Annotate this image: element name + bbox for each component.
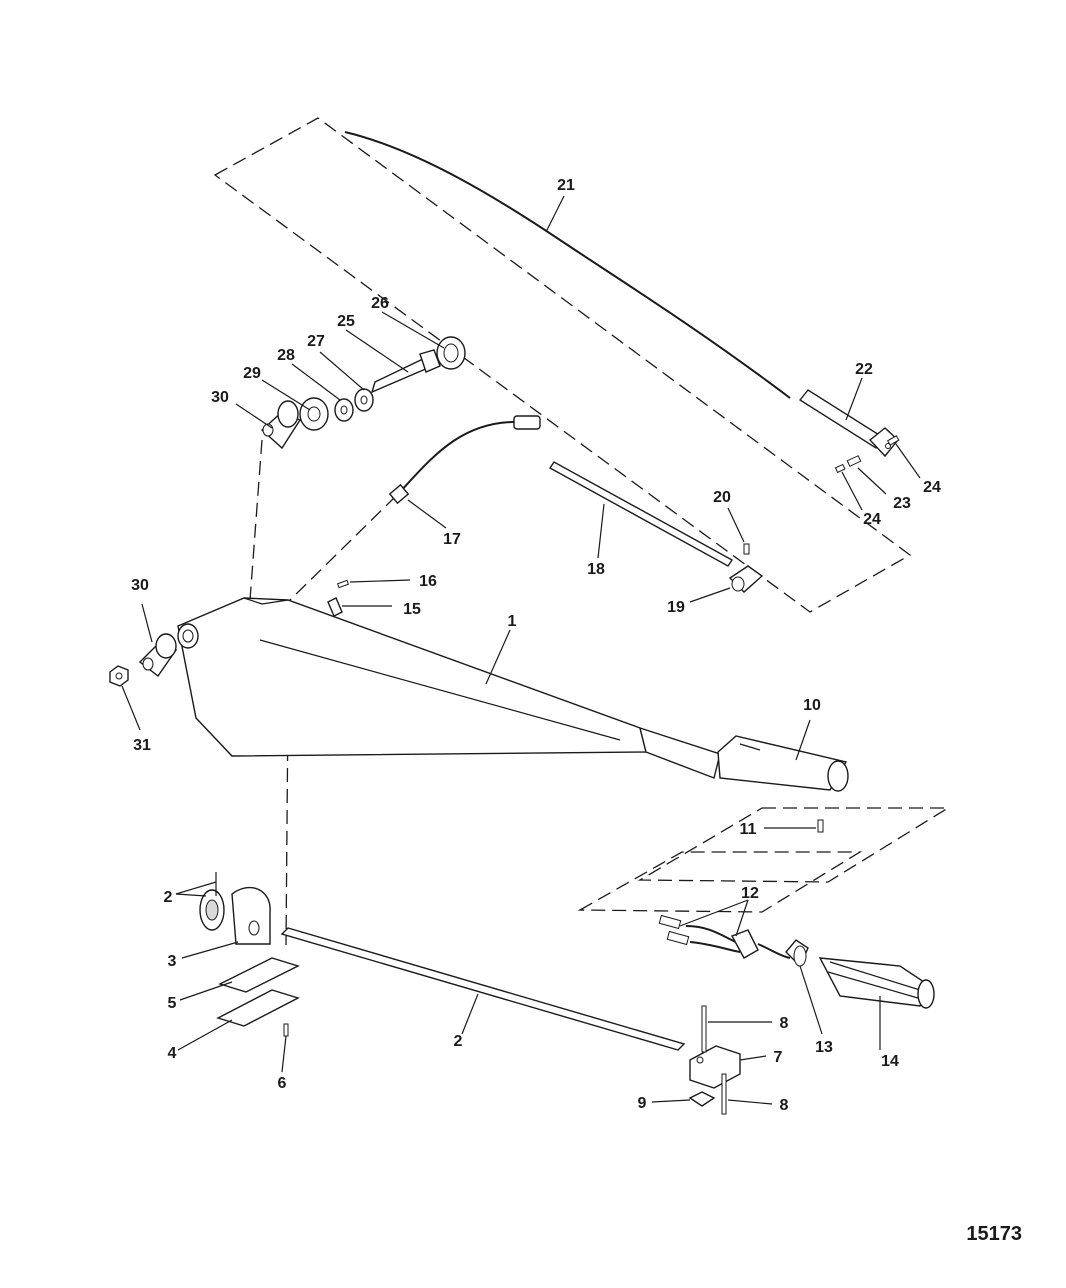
callout-15: 15 bbox=[403, 601, 421, 618]
screw-8-upper bbox=[701, 1005, 707, 1053]
nut-31 bbox=[109, 665, 129, 687]
callout-3: 3 bbox=[168, 953, 177, 970]
callout-30-upper: 30 bbox=[211, 389, 229, 406]
shaft bbox=[280, 927, 686, 1051]
callout-1: 1 bbox=[508, 613, 517, 630]
callout-16: 16 bbox=[419, 573, 437, 590]
callout-29: 29 bbox=[243, 365, 261, 382]
collar-19 bbox=[728, 565, 764, 593]
bushing-30-upper bbox=[260, 400, 302, 450]
callout-20: 20 bbox=[713, 489, 731, 506]
callout-21: 21 bbox=[557, 177, 575, 194]
wing-nut-9 bbox=[688, 1091, 716, 1107]
callout-11: 11 bbox=[740, 821, 757, 838]
callout-2-gear: 2 bbox=[164, 889, 173, 906]
switch-13 bbox=[785, 939, 809, 968]
set-screw-24-lower bbox=[834, 463, 846, 474]
callout-8-lower: 8 bbox=[780, 1097, 789, 1114]
callout-labels: 21 22 24 23 24 26 25 27 28 29 30 17 18 2… bbox=[131, 177, 941, 1114]
callout-23: 23 bbox=[893, 495, 911, 512]
callout-12: 12 bbox=[741, 885, 759, 902]
callout-25: 25 bbox=[337, 313, 355, 330]
cable-assembly-outline bbox=[213, 117, 912, 613]
bolt-25 bbox=[370, 349, 441, 394]
callout-9: 9 bbox=[638, 1095, 647, 1112]
gear-2 bbox=[199, 872, 225, 931]
screw-8-lower bbox=[721, 1073, 727, 1115]
grip-outline bbox=[637, 807, 951, 883]
screw-11 bbox=[817, 819, 824, 833]
callout-28: 28 bbox=[277, 347, 295, 364]
callout-24-lower: 24 bbox=[863, 511, 881, 528]
callout-13: 13 bbox=[815, 1039, 833, 1056]
wiring-outline bbox=[577, 851, 863, 913]
wire-leads-12 bbox=[658, 914, 791, 959]
cable-end-tube bbox=[798, 389, 899, 458]
callout-19: 19 bbox=[667, 599, 685, 616]
callout-14: 14 bbox=[881, 1053, 899, 1070]
drawing-number: 15173 bbox=[966, 1223, 1022, 1245]
handle-grip-14 bbox=[818, 957, 935, 1009]
callout-22: 22 bbox=[855, 361, 873, 378]
rod bbox=[548, 461, 734, 567]
set-screw-24-upper bbox=[886, 435, 900, 446]
washer-27 bbox=[354, 388, 374, 412]
callout-4: 4 bbox=[168, 1045, 177, 1062]
bracket-7 bbox=[689, 1045, 741, 1089]
plate-5 bbox=[218, 957, 300, 993]
braided-cable-fitting bbox=[388, 483, 410, 505]
callout-8-upper: 8 bbox=[780, 1015, 789, 1032]
tiller-handle-body bbox=[177, 597, 721, 779]
plate-4 bbox=[216, 989, 300, 1027]
callout-31: 31 bbox=[133, 737, 151, 754]
screw-6 bbox=[283, 1023, 289, 1037]
callout-7: 7 bbox=[774, 1049, 783, 1066]
alignment-line-shaft bbox=[285, 704, 289, 946]
callout-18: 18 bbox=[587, 561, 605, 578]
bushing-30-lower bbox=[138, 633, 178, 678]
screw-20 bbox=[743, 543, 750, 555]
throttle-cable bbox=[344, 131, 791, 399]
bushing-29 bbox=[299, 397, 329, 431]
callout-24-upper: 24 bbox=[923, 479, 941, 496]
callout-6: 6 bbox=[278, 1075, 287, 1092]
throttle-sleeve bbox=[717, 735, 849, 792]
callout-27: 27 bbox=[307, 333, 325, 350]
set-screw-23 bbox=[846, 455, 862, 467]
leader-lines bbox=[121, 195, 921, 1105]
callout-26: 26 bbox=[371, 295, 389, 312]
callout-5: 5 bbox=[168, 995, 177, 1012]
callout-17: 17 bbox=[443, 531, 461, 548]
braided-cable-end bbox=[513, 415, 541, 430]
washer-28 bbox=[334, 398, 354, 422]
alignment-line-bushing bbox=[249, 439, 263, 601]
callout-10: 10 bbox=[803, 697, 821, 714]
callout-2-shaft: 2 bbox=[454, 1033, 463, 1050]
clip-15 bbox=[327, 597, 343, 617]
cam-3 bbox=[231, 886, 271, 945]
cap-26 bbox=[436, 336, 466, 370]
screw-16 bbox=[336, 579, 350, 589]
alignment-line-cable bbox=[285, 495, 397, 605]
braided-cable bbox=[397, 420, 521, 495]
callout-30-lower: 30 bbox=[131, 577, 149, 594]
